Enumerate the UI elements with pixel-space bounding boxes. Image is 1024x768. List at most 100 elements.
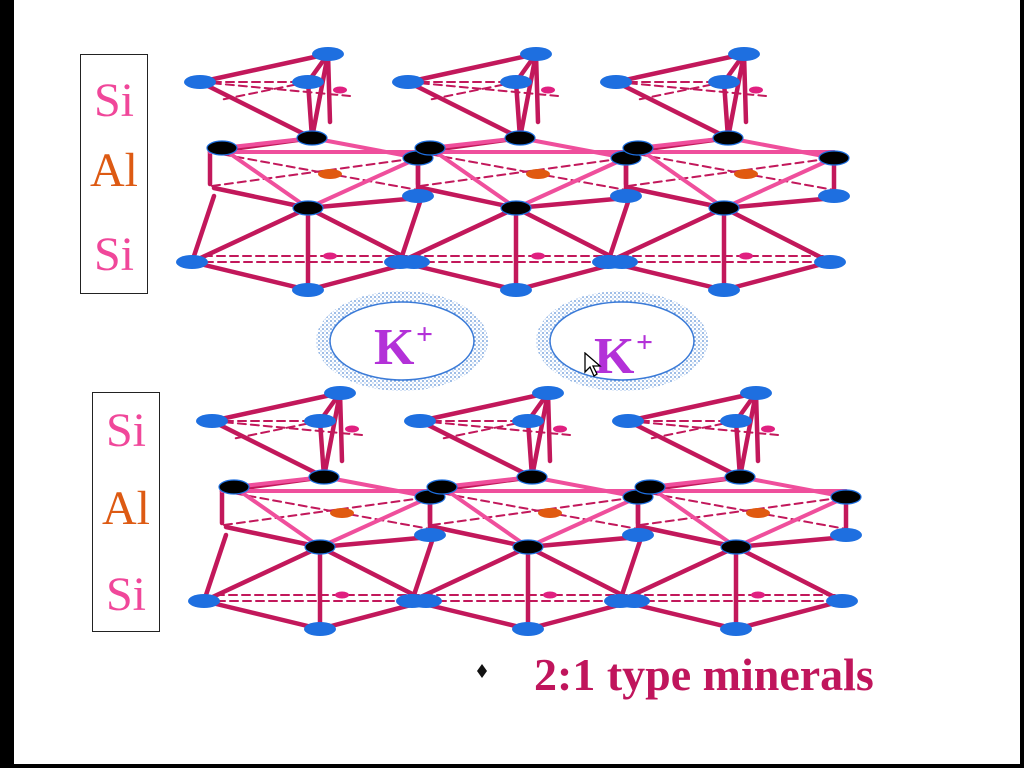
oxygen-atom (292, 75, 324, 89)
bond (397, 193, 425, 265)
bond (741, 51, 749, 125)
silicon-atom (335, 591, 349, 599)
layer-1-al-label: Al (90, 144, 138, 197)
dashed-bond (627, 157, 835, 187)
bond (753, 390, 761, 464)
oxygen-atom (500, 75, 532, 89)
bond (223, 524, 323, 550)
dashed-bond (211, 420, 363, 436)
oxygen-atom (612, 414, 644, 428)
bond (721, 195, 837, 211)
potassium-ion-2: K + (536, 291, 708, 391)
mouse-pointer-icon (584, 352, 602, 377)
bond (305, 205, 417, 265)
oxygen-atom (720, 622, 752, 636)
bond (197, 51, 331, 85)
hydroxyl-atom (830, 489, 862, 505)
potassium-ion-2-symbol: K (594, 328, 635, 385)
bond (321, 390, 343, 480)
hydroxyl-atom (712, 130, 744, 146)
bond (513, 195, 629, 211)
bond (627, 185, 727, 211)
dashed-bond (209, 151, 419, 191)
clay-structure-diagram: K + K + (176, 47, 862, 636)
dashed-bond (427, 81, 517, 101)
oxygen-atom (312, 47, 344, 61)
bond-light (738, 475, 848, 499)
aluminum-atom (526, 169, 550, 179)
bond-light (514, 156, 628, 210)
silicon-atom (761, 425, 775, 433)
tetrahedral-octahedral-layer-2 (188, 386, 862, 636)
bond (525, 534, 641, 550)
aluminum-atom (330, 508, 354, 518)
bond (189, 259, 311, 293)
bond-light (428, 146, 518, 210)
bond (305, 79, 315, 141)
dashed-bond (625, 151, 835, 191)
oxygen-atom (292, 283, 324, 297)
hydroxyl-atom (622, 140, 654, 156)
diamond-bullet-icon (477, 664, 487, 678)
dashed-bond (647, 420, 737, 440)
aluminum-atom (538, 508, 562, 518)
layer-2-bottom-si-label: Si (105, 568, 147, 621)
hydroxyl-atom (500, 200, 532, 216)
bond (211, 185, 311, 211)
dashed-bond (219, 81, 309, 101)
oxygen-atom (304, 414, 336, 428)
oxygen-atom (720, 414, 752, 428)
bond (405, 51, 539, 85)
bond-light (530, 475, 640, 499)
aluminum-atom (746, 508, 770, 518)
dashed-bond (223, 496, 431, 526)
oxygen-atom (814, 255, 846, 269)
hydroxyl-atom (504, 130, 536, 146)
bond (525, 418, 535, 480)
oxygen-atom (830, 528, 862, 542)
bond-light (518, 136, 628, 160)
oxygen-atom (532, 386, 564, 400)
hydroxyl-atom (512, 539, 544, 555)
bond (725, 51, 747, 141)
potassium-ion-1-charge: + (416, 318, 433, 351)
bond (613, 51, 747, 85)
bond (405, 79, 523, 141)
hydroxyl-atom (708, 200, 740, 216)
bond-light (306, 156, 420, 210)
hydroxyl-atom (218, 479, 250, 495)
bond (625, 418, 743, 480)
hydroxyl-atom (206, 140, 238, 156)
bond (417, 418, 535, 480)
silicon-atom (323, 252, 337, 260)
bond (721, 79, 731, 141)
bond (617, 544, 739, 604)
bond (529, 390, 551, 480)
dashed-bond (231, 420, 321, 440)
dashed-bond (211, 157, 419, 187)
layer-1-top-si-label: Si (93, 74, 135, 127)
bond (733, 544, 845, 604)
hydroxyl-atom (818, 150, 850, 166)
hydroxyl-atom (304, 539, 336, 555)
oxygen-atom (708, 75, 740, 89)
bond (317, 418, 327, 480)
dashed-bond (429, 490, 639, 530)
slide-caption: 2:1 type minerals (534, 649, 874, 700)
bond-light (322, 475, 432, 499)
bond (409, 532, 437, 604)
aluminum-atom (318, 169, 342, 179)
hydroxyl-atom (426, 479, 458, 495)
bond (409, 544, 531, 604)
bond (737, 390, 759, 480)
oxygen-atom (396, 594, 428, 608)
oxygen-atom (324, 386, 356, 400)
bond-light (232, 485, 322, 549)
bond (533, 51, 541, 125)
oxygen-atom (512, 414, 544, 428)
bond (513, 79, 523, 141)
dashed-bond (627, 420, 779, 436)
bond (431, 524, 531, 550)
bond (417, 390, 551, 424)
bond (201, 598, 323, 632)
